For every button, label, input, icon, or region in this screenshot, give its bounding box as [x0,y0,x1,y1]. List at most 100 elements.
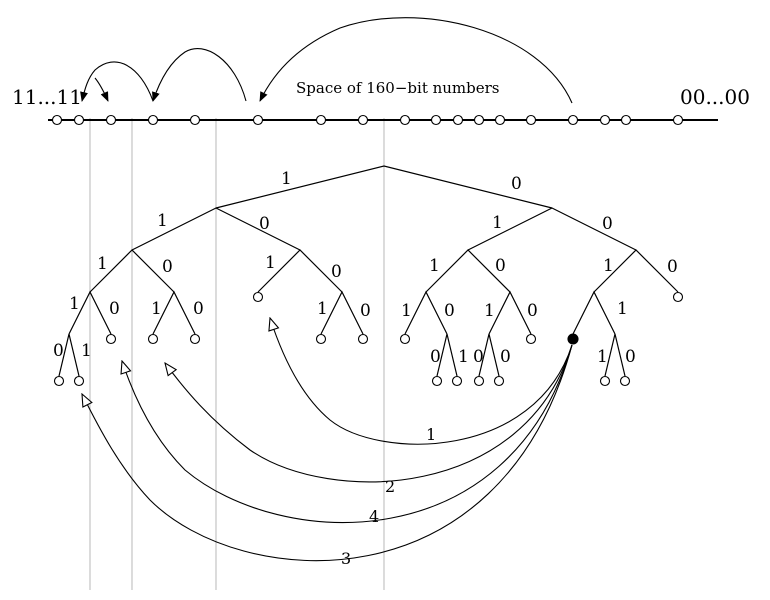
edge-bit-label: 1 [151,299,162,319]
id-point [525,114,537,126]
leaf-node [252,291,264,303]
edge-bit-label: 1 [603,256,614,276]
id-point [252,114,264,126]
leaf-node [525,333,537,345]
routing-arrow-1 [270,318,573,445]
id-point [473,114,485,126]
leaf-node [599,375,611,387]
leaf-node [147,333,159,345]
leaf-node [399,333,411,345]
edge-bit-label: 0 [625,347,636,367]
edge-bit-label: 0 [162,257,173,277]
id-point [567,114,579,126]
tree-edge [436,333,458,377]
leaf-node [473,375,485,387]
edge-bit-label: 0 [444,301,455,321]
leaf-node [493,375,505,387]
number-line: 11...11 00...00 Space of 160−bit numbers [12,17,750,126]
edge-bit-label: 0 [602,214,613,234]
number-line-left-label: 11...11 [12,85,82,109]
number-line-right-label: 00...00 [680,85,750,109]
routing-arrow-4 [122,344,573,524]
routing-arrow-2 [165,344,573,483]
id-point [357,114,369,126]
edge-bit-label: 1 [458,347,469,367]
edge-bit-label: 0 [527,301,538,321]
id-point [620,114,632,126]
leaf-node [619,375,631,387]
leaf-node [451,375,463,387]
leaf-node [431,375,443,387]
tree-edge [131,207,301,251]
leaf-node [672,291,684,303]
id-point [399,114,411,126]
guide-lines [89,118,385,590]
source-node [567,333,579,345]
edge-bit-label: 1 [157,211,168,231]
edge-bit-label: 1 [81,341,92,361]
edge-bit-label: 1 [265,253,276,273]
id-point [599,114,611,126]
id-point [430,114,442,126]
leaf-node [105,333,117,345]
edge-bit-label: 0 [473,347,484,367]
edge-bit-label: 1 [281,169,292,189]
number-line-points [51,114,684,126]
edge-bit-label: 1 [617,299,628,319]
edge-bit-label: 0 [430,347,441,367]
edge-bit-labels: 1 0 1 0 1 0 1 0 1 0 1 0 1 0 1 0 1 0 1 0 … [53,169,678,367]
id-point [147,114,159,126]
id-point [494,114,506,126]
tree-edge [425,249,511,293]
id-point [672,114,684,126]
tree-edge [593,249,679,293]
edge-bit-labels-extra: 0 1 0 [500,347,636,367]
edge-bit-label: 1 [429,256,440,276]
routing-label: 4 [369,507,379,526]
edge-bit-label: 0 [259,214,270,234]
tree-edge [604,333,626,377]
edge-bit-label: 0 [53,341,64,361]
tree-leaves [53,291,684,387]
leaf-node [53,375,65,387]
hop-arrow-upper [80,61,154,102]
edge-bit-label: 1 [484,301,495,321]
routing-arrows [82,318,573,562]
routing-label: 2 [385,477,395,496]
tree-edge [478,333,500,377]
id-point [315,114,327,126]
leaf-node [315,333,327,345]
tree-edge [215,165,553,209]
tree-edge [404,290,448,335]
routing-labels: 1 2 4 3 [341,425,436,568]
tree-edge [320,290,364,335]
edge-bit-label: 0 [495,256,506,276]
hop-arrow-upper [259,17,573,104]
edge-bit-label: 0 [109,299,120,319]
edge-bit-label: 0 [193,299,204,319]
edge-bit-label: 1 [69,294,80,314]
edge-bit-label: 0 [667,257,678,277]
tree-edge [152,290,196,335]
tree-edge [488,290,532,335]
leaf-node [189,333,201,345]
leaf-node [73,375,85,387]
edge-bit-label: 1 [97,254,108,274]
routing-arrow-3 [82,344,573,562]
edge-bit-label: 0 [500,347,511,367]
tree-edge [467,207,637,251]
id-point [189,114,201,126]
edge-bit-label: 1 [492,213,503,233]
tree-edge [257,249,343,293]
leaf-node [357,333,369,345]
tree-edge [572,290,616,335]
routing-label: 3 [341,549,351,568]
tree-edge [58,333,80,377]
number-line-caption: Space of 160−bit numbers [296,79,500,97]
id-point [452,114,464,126]
tree-edge [68,290,112,335]
id-point [51,114,63,126]
routing-label: 1 [426,425,436,444]
edge-bit-label: 1 [597,347,608,367]
edge-bit-label: 0 [360,301,371,321]
